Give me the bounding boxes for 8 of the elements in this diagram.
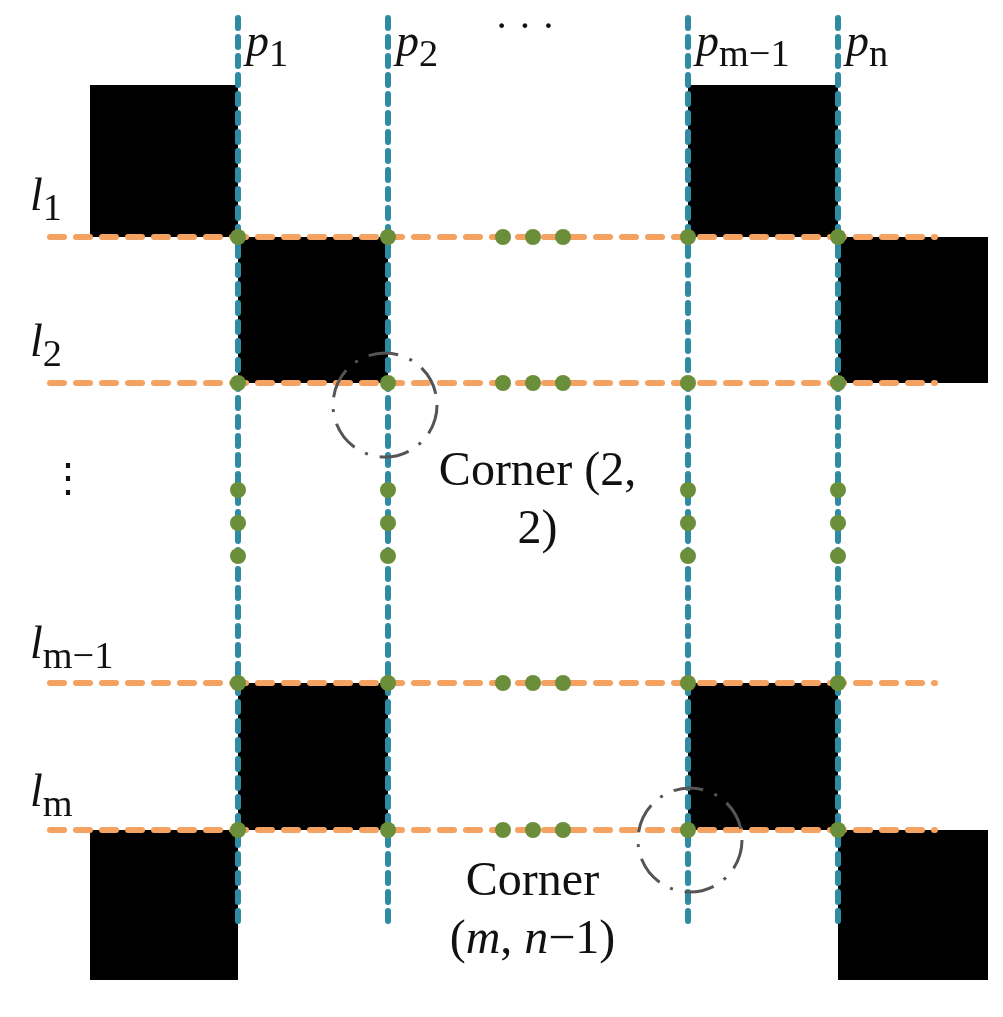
ellipsis: ⋮ bbox=[48, 458, 88, 498]
line-label: l$_{1}$ bbox=[30, 172, 62, 227]
line-label: l$_{m−1}$ bbox=[30, 620, 114, 675]
line-label: l$_{m}$ bbox=[30, 768, 73, 823]
line-label: l$_{2}$ bbox=[30, 318, 62, 373]
corner-label: Corner (m, n−1) bbox=[448, 851, 617, 965]
ellipsis: · · · bbox=[495, 6, 555, 46]
corner-label: Corner (2, 2) bbox=[437, 441, 638, 556]
